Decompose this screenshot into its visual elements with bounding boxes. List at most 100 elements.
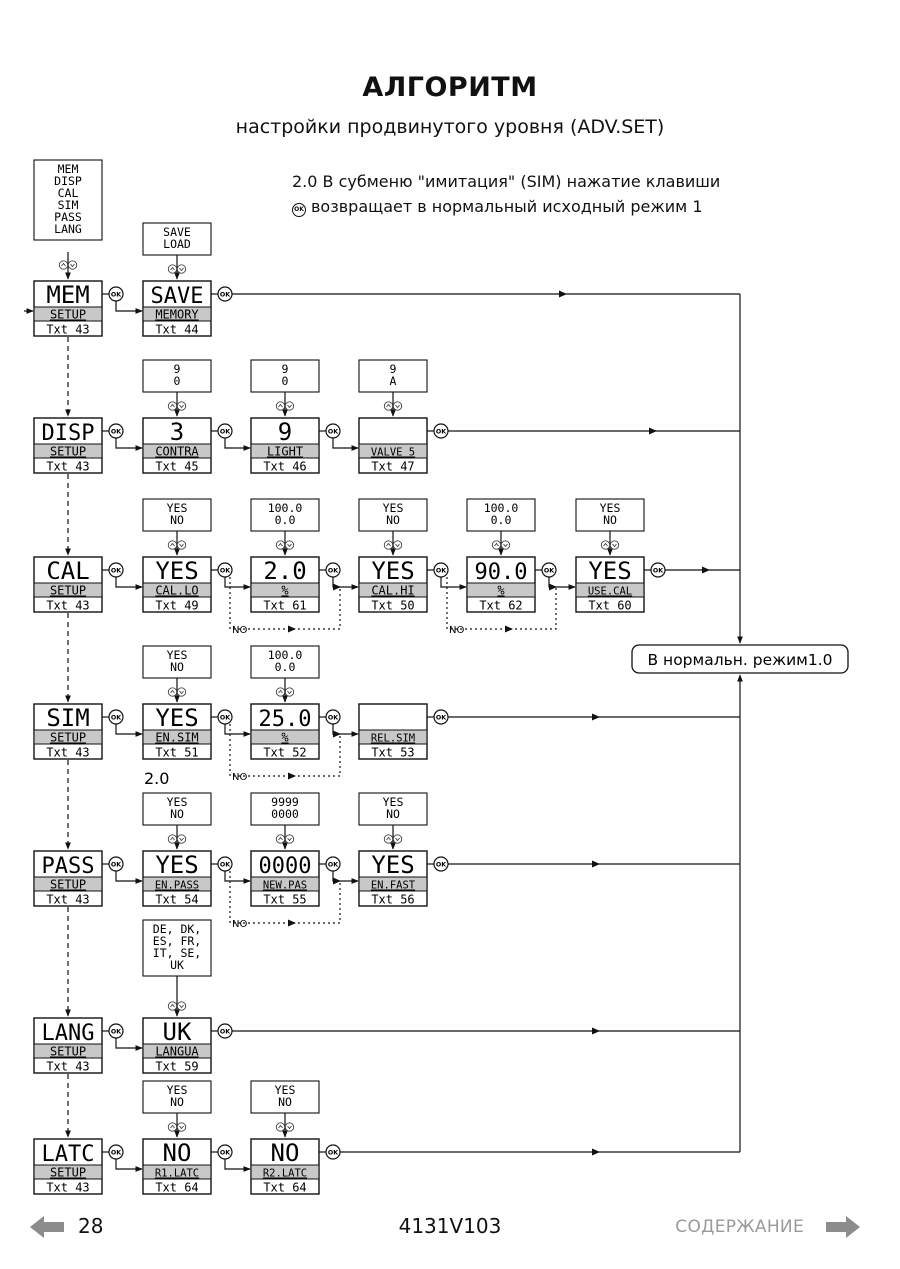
ok-circle xyxy=(217,423,233,439)
screen-cal-hi-pct[interactable]: 90.0%Txt 62 xyxy=(466,556,536,613)
previous-page-button[interactable] xyxy=(28,1214,68,1244)
key-chevron xyxy=(179,690,184,695)
up-down-keys-icon xyxy=(383,540,403,550)
up-down-keys-icon xyxy=(167,1001,187,1011)
label-band xyxy=(359,583,427,597)
up-down-keys-icon xyxy=(167,834,187,844)
screen-label: CONTRA xyxy=(155,445,199,459)
ok-icon: OK xyxy=(217,1144,233,1160)
key-circle xyxy=(284,687,295,697)
ok-label: OK xyxy=(220,1028,231,1035)
key-chevron xyxy=(170,1003,175,1008)
screen-txt: Txt 54 xyxy=(155,893,198,907)
key-chevron xyxy=(179,267,184,272)
next-page-button[interactable] xyxy=(822,1214,862,1244)
ok-icon: OK xyxy=(217,423,233,439)
up-down-keys-icon xyxy=(167,264,187,274)
label-band xyxy=(143,730,211,744)
ok-circle xyxy=(325,1144,341,1160)
key-chevron xyxy=(503,543,508,548)
ok-label: OK xyxy=(436,567,447,574)
toc-link[interactable]: СОДЕРЖАНИЕ xyxy=(675,1217,804,1237)
key-circle xyxy=(167,401,178,411)
label-band xyxy=(251,444,319,458)
option-text: 0.0 xyxy=(275,660,296,674)
ok-label: OK xyxy=(436,861,447,868)
screen-value: YES xyxy=(371,851,414,879)
screen-cal-lo-pct[interactable]: 2.0%Txt 61 xyxy=(250,556,320,613)
option-text: YES xyxy=(383,795,404,809)
key-chevron xyxy=(395,837,400,842)
screen-value: 9 xyxy=(278,418,292,446)
screen-label: USE.CAL xyxy=(588,586,632,598)
no-branch-label: NO xyxy=(232,772,247,783)
ok-to-next xyxy=(224,724,251,737)
key-circle xyxy=(284,401,295,411)
ok-circle xyxy=(217,709,233,725)
label-band xyxy=(34,444,102,458)
options-frame xyxy=(250,792,320,826)
key-circle xyxy=(176,1122,187,1132)
screen-value: YES xyxy=(155,851,198,879)
ok-label: OK xyxy=(220,1149,231,1156)
key-chevron xyxy=(70,263,75,268)
up-down-keys-icon xyxy=(275,401,295,411)
option-text: 9 xyxy=(282,362,289,376)
key-circle xyxy=(167,687,178,697)
key-chevron xyxy=(170,836,175,841)
screen-txt: Txt 64 xyxy=(263,1181,306,1195)
label-band xyxy=(143,583,211,597)
option-text: PASS xyxy=(54,210,82,224)
screen-sim-pct[interactable]: 25.0%Txt 52 xyxy=(250,703,320,760)
ok-icon: OK xyxy=(108,1144,124,1160)
screen-txt: Txt 51 xyxy=(155,746,198,760)
key-chevron xyxy=(395,404,400,409)
key-chevron xyxy=(612,543,617,548)
ok-label: OK xyxy=(111,1149,122,1156)
no-branch-arrow xyxy=(288,919,296,927)
option-text: SIM xyxy=(58,198,79,212)
ok-icon: OK xyxy=(325,709,341,725)
screen-label: SETUP xyxy=(50,731,86,745)
key-circle xyxy=(275,401,286,411)
normal-mode-box: В нормальн. режим1.0 xyxy=(631,644,849,674)
screen-value: PASS xyxy=(42,854,95,879)
ok-label: OK xyxy=(220,861,231,868)
options-frame xyxy=(250,645,320,679)
key-circle xyxy=(275,687,286,697)
screen-label: % xyxy=(497,584,505,598)
no-branch-arrow xyxy=(333,730,341,738)
up-down-keys-icon xyxy=(167,401,187,411)
key-circle xyxy=(383,540,394,550)
key-chevron xyxy=(395,543,400,548)
ok-icon: OK xyxy=(433,856,449,872)
option-text: DE, DK, xyxy=(153,922,201,936)
key-chevron xyxy=(170,689,175,694)
option-text: NO xyxy=(386,513,400,527)
options-frame xyxy=(250,498,320,532)
